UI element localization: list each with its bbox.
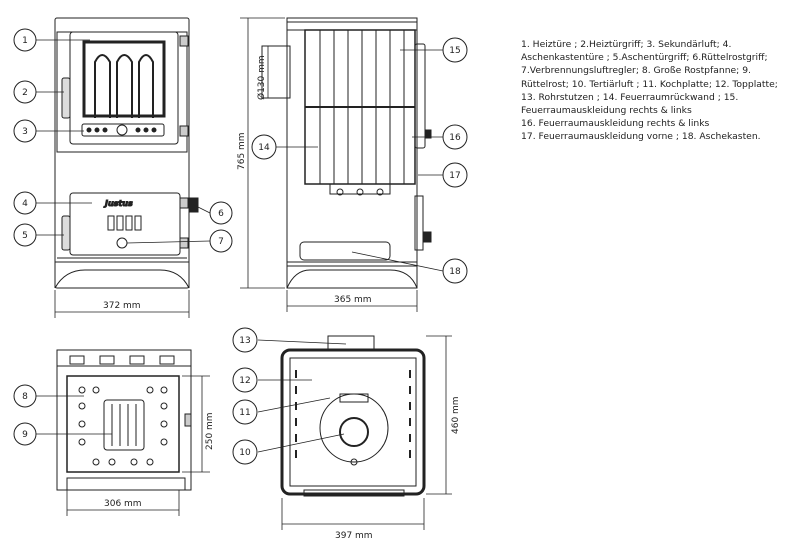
callout-8: 8 [13,384,37,408]
svg-text:12: 12 [239,376,250,386]
callout-16: 16 [442,124,468,150]
callout-17: 17 [442,162,468,188]
cooking-plate [319,393,389,463]
door-handle-1 [61,77,71,119]
dim-top-width: 397 mm [335,531,373,541]
dimension-lines [54,17,452,530]
large-grate-pan [66,375,180,473]
side-view [261,17,432,289]
callout-12: 12 [232,367,258,393]
dim-top-depth: 460 mm [451,396,461,434]
dim-front-width: 372 mm [103,301,141,311]
secondary-air-slider [81,123,165,137]
flue-outlet [261,45,291,99]
callout-13: 13 [232,327,258,353]
dim-side-width: 365 mm [334,295,372,305]
lining-bars [305,30,415,184]
callout-15: 15 [442,37,468,63]
legend-line: Feuerraumauskleidung rechts & links [521,105,692,117]
side-body [286,17,418,289]
legend-line: 16. Feuerraumauskleidung rechts & links [521,118,710,130]
svg-text:2: 2 [22,88,28,98]
callout-10: 10 [232,439,258,465]
callout-7: 7 [209,229,233,253]
legend-line: Rüttelrost; 10. Tertiärluft ; 11. Kochpl… [521,78,778,90]
svg-text:18: 18 [449,267,461,277]
legend-line: Aschenkastentüre ; 5.Aschentürgriff; 6.R… [521,52,768,64]
svg-text:10: 10 [239,448,251,458]
callout-18: 18 [442,258,468,284]
dim-grate-depth: 250 mm [205,412,215,450]
ash-drawer [299,241,391,261]
svg-text:1: 1 [22,36,28,46]
svg-text:14: 14 [258,143,270,153]
callout-9: 9 [13,422,37,446]
front-body [54,17,190,289]
callout-14: 14 [251,134,277,160]
dim-flue-diameter: Ø130 mm [256,55,267,100]
ash-door-handle [61,215,71,251]
svg-text:9: 9 [22,430,28,440]
svg-text:5: 5 [22,231,28,241]
front-view: Justus [54,17,199,289]
heating-door [69,31,179,145]
svg-text:4: 4 [22,199,28,209]
legend-line: 1. Heiztüre ; 2.Heiztürgriff; 3. Sekundä… [521,39,732,50]
svg-text:3: 3 [22,127,28,137]
legend-line: 17. Feuerraumauskleidung vorne ; 18. Asc… [521,131,761,143]
shaking-grate [103,399,145,451]
dim-grate-width: 306 mm [104,499,142,509]
callout-5: 5 [13,223,37,247]
callouts: 1 2 3 4 5 6 7 8 9 10 11 12 13 14 15 16 1… [13,28,468,465]
front-base [54,261,190,289]
svg-text:17: 17 [449,171,460,181]
leader-lines [36,39,444,453]
svg-text:16: 16 [449,133,461,143]
legend: 1. Heiztüre ; 2.Heiztürgriff; 3. Sekundä… [521,38,783,144]
svg-text:8: 8 [22,392,28,402]
callout-3: 3 [13,119,37,143]
svg-text:13: 13 [239,336,250,346]
callout-4: 4 [13,191,37,215]
callout-11: 11 [232,399,258,425]
svg-text:7: 7 [218,237,224,247]
grate-view [56,349,192,491]
svg-text:15: 15 [449,46,460,56]
dim-height: 765 mm [237,132,247,170]
legend-line: 7.Verbrennungsluftregler; 8. Große Rostp… [521,65,751,77]
svg-text:11: 11 [239,408,250,418]
door-window [82,40,166,118]
brand-logo: Justus [103,199,133,208]
svg-text:6: 6 [218,209,224,219]
callout-6: 6 [209,201,233,225]
callout-1: 1 [13,28,37,52]
top-vents [295,370,411,458]
legend-line: 13. Rohrstutzen ; 14. Feuerraumrückwand … [521,91,739,103]
top-plate [280,348,426,496]
top-view [280,335,426,497]
grate-holes [78,386,168,466]
callout-2: 2 [13,80,37,104]
